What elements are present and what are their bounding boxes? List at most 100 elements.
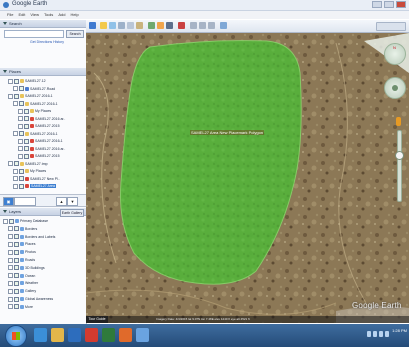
menu-view[interactable]: View — [30, 12, 39, 17]
layers-tree-item[interactable]: Global Awareness — [8, 296, 53, 302]
view-in-maps-icon[interactable] — [220, 22, 227, 29]
add-placemark-icon[interactable] — [100, 22, 107, 29]
menu-file[interactable]: File — [7, 12, 14, 17]
visibility-checkbox[interactable] — [14, 280, 19, 286]
file-explorer-icon[interactable] — [51, 328, 64, 342]
visibility-checkbox[interactable] — [24, 153, 29, 159]
visibility-checkbox[interactable] — [14, 249, 19, 255]
places-tree-item[interactable]: SAMEL27.2016-1 — [8, 93, 53, 99]
places-tree-item[interactable]: SAMEL27.2016-1 — [13, 131, 58, 137]
map-view[interactable]: SAMEL27 Area New Placemark Polygon N Goo… — [86, 33, 409, 323]
record-tour-icon[interactable] — [136, 22, 143, 29]
email-icon[interactable] — [190, 22, 197, 29]
visibility-checkbox[interactable] — [14, 296, 19, 302]
expand-icon[interactable] — [13, 131, 18, 136]
places-tree-item[interactable]: SAMEL27.2016-1 — [18, 138, 63, 144]
expand-icon[interactable] — [13, 86, 18, 91]
earth-gallery-button[interactable]: Earth Gallery — [60, 209, 84, 217]
layers-tree-item[interactable]: Gallery — [8, 288, 36, 294]
hide-sidebar-icon[interactable] — [89, 22, 96, 29]
layers-tree-item[interactable]: Places — [8, 241, 36, 247]
start-button[interactable] — [5, 325, 27, 347]
places-tree-item[interactable]: SAMEL27.2016 ar.. — [18, 116, 65, 122]
expand-icon[interactable] — [18, 123, 23, 129]
expand-icon[interactable] — [8, 249, 13, 255]
flag-icon[interactable] — [385, 331, 389, 337]
expand-icon[interactable] — [8, 161, 13, 166]
menu-help[interactable]: Help — [70, 12, 79, 17]
places-tree-item[interactable]: SAMEL27.Road — [13, 86, 55, 92]
expand-icon[interactable] — [18, 116, 23, 121]
sign-in-button[interactable] — [376, 22, 406, 31]
visibility-checkbox[interactable] — [24, 108, 29, 114]
places-tree-item[interactable]: My Places — [18, 108, 51, 114]
layers-tree-item[interactable]: Borders — [8, 226, 37, 232]
menu-edit[interactable]: Edit — [18, 12, 26, 17]
expand-icon[interactable] — [8, 304, 13, 310]
layers-tree-item[interactable]: 3D Buildings — [8, 265, 45, 271]
visibility-checkbox[interactable] — [14, 241, 19, 247]
visibility-checkbox[interactable] — [19, 176, 24, 181]
layers-tree-item[interactable]: Borders and Labels — [8, 234, 55, 240]
visibility-checkbox[interactable] — [24, 146, 29, 151]
visibility-checkbox[interactable] — [14, 265, 19, 271]
places-search-field[interactable] — [14, 197, 36, 206]
visibility-checkbox[interactable] — [14, 234, 19, 240]
expand-icon[interactable] — [13, 101, 18, 106]
add-path-icon[interactable] — [118, 22, 125, 29]
expand-icon[interactable] — [8, 296, 13, 302]
minimize-button[interactable] — [372, 1, 382, 8]
visibility-checkbox[interactable] — [19, 183, 24, 189]
compass-ring[interactable]: N — [384, 43, 406, 65]
network-icon[interactable] — [367, 331, 371, 337]
visibility-checkbox[interactable] — [24, 123, 29, 129]
expand-icon[interactable] — [8, 78, 13, 84]
move-up-button[interactable]: ▲ — [56, 197, 67, 206]
expand-icon[interactable] — [8, 257, 13, 263]
expand-icon[interactable] — [13, 168, 18, 174]
visibility-checkbox[interactable] — [14, 304, 19, 310]
expand-icon[interactable] — [8, 241, 13, 247]
visibility-checkbox[interactable] — [19, 86, 24, 91]
save-image-icon[interactable] — [208, 22, 215, 29]
close-button[interactable] — [396, 1, 406, 8]
places-tree-item[interactable]: My Places — [13, 168, 46, 174]
expand-icon[interactable] — [8, 280, 13, 286]
expand-icon[interactable] — [3, 218, 8, 224]
visibility-checkbox[interactable] — [14, 161, 19, 166]
layers-tree-item[interactable]: Roads — [8, 257, 35, 263]
search-section-header[interactable]: Search — [0, 20, 86, 28]
visibility-checkbox[interactable] — [19, 131, 24, 136]
street-view-pegman-icon[interactable] — [396, 117, 401, 126]
visibility-checkbox[interactable] — [19, 101, 24, 106]
area-polygon[interactable] — [120, 40, 302, 285]
sidebar-toggle-button[interactable]: ▣ — [3, 197, 14, 206]
print-icon[interactable] — [199, 22, 206, 29]
clock[interactable]: 1:28 PM — [392, 328, 407, 333]
move-down-button[interactable]: ▼ — [67, 197, 78, 206]
layers-tree-item[interactable]: Photos — [8, 249, 36, 255]
layers-tree-item[interactable]: Weather — [8, 280, 38, 286]
word-icon[interactable] — [68, 328, 81, 342]
expand-icon[interactable] — [18, 146, 23, 151]
visibility-checkbox[interactable] — [14, 288, 19, 294]
zoom-slider-handle[interactable] — [395, 151, 404, 160]
image-overlay-icon[interactable] — [127, 22, 134, 29]
places-tree-item[interactable]: SAMEL27.tmp — [8, 161, 48, 167]
layers-tree-item[interactable]: Primary Database — [3, 218, 48, 224]
places-section-header[interactable]: Places — [0, 68, 86, 76]
maximize-button[interactable] — [384, 1, 394, 8]
menu-tools[interactable]: Tools — [43, 12, 54, 17]
places-tree-item[interactable]: SAMEL27.12 — [8, 78, 46, 84]
look-control[interactable] — [384, 77, 406, 99]
places-tree-item[interactable]: SAMEL27.2016 ar.. — [18, 146, 65, 152]
search-input[interactable] — [4, 30, 64, 38]
visibility-checkbox[interactable] — [24, 116, 29, 121]
expand-icon[interactable] — [8, 265, 13, 271]
polygon-label[interactable]: SAMEL27 Area New Placemark Polygon — [190, 130, 265, 135]
visibility-checkbox[interactable] — [9, 218, 14, 224]
places-tree-item[interactable]: SAMEL27 New Pl.. — [13, 176, 60, 182]
chrome-icon[interactable] — [85, 328, 98, 342]
google-earth-taskbar-icon[interactable] — [136, 328, 149, 342]
expand-icon[interactable] — [8, 226, 13, 232]
